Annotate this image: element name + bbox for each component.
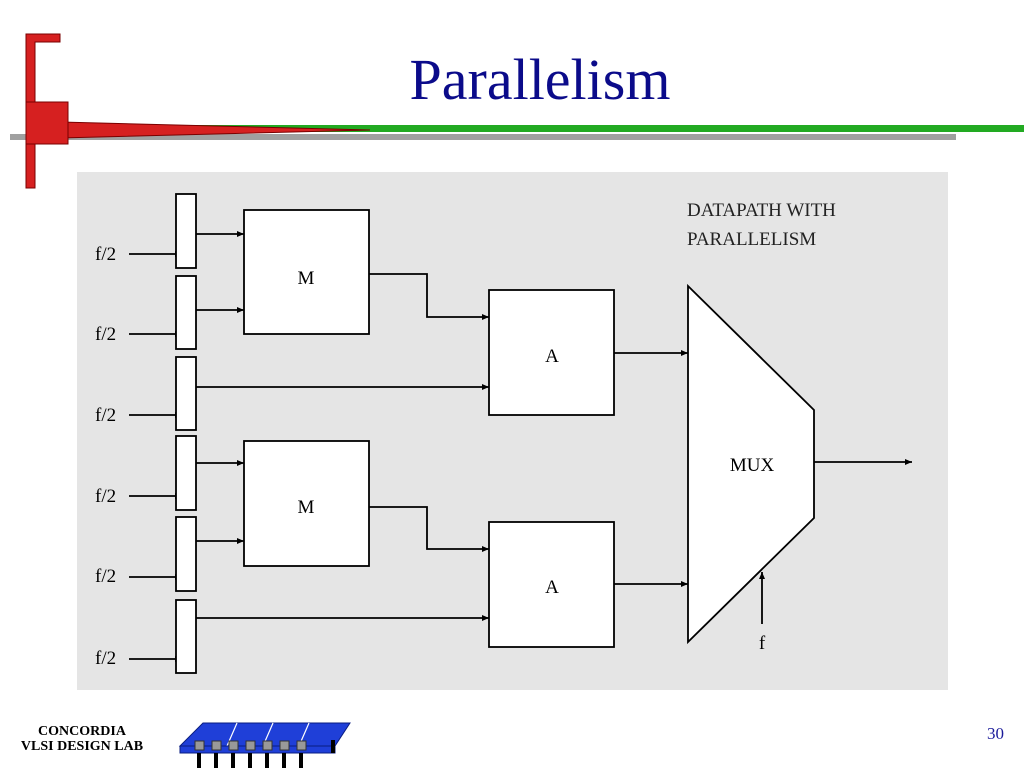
chip-pin	[248, 753, 252, 768]
wire-mult2-to-adder2	[369, 506, 489, 552]
mux-select-label: f	[759, 633, 766, 654]
header-red-stem	[25, 143, 36, 189]
clock-input-label-1: f/2	[95, 244, 116, 265]
adder-label-2: A	[545, 577, 559, 598]
chip-pin	[214, 753, 218, 768]
clock-input-label-6: f/2	[95, 648, 116, 669]
input-register-3	[175, 356, 197, 431]
adder-block-1	[488, 289, 615, 416]
clock-input-label-3: f/2	[95, 405, 116, 426]
chip-pin	[265, 753, 269, 768]
diagram-panel: DATAPATH WITH PARALLELISM f/2 f/2 f/2 f/…	[77, 172, 948, 690]
footer-lab-line1: CONCORDIA	[38, 724, 126, 739]
multiplier-label-1: M	[298, 268, 315, 289]
mux-block	[687, 283, 815, 645]
adder-label-1: A	[545, 346, 559, 367]
footer-lab-name: CONCORDIA VLSI DESIGN LAB	[0, 724, 164, 754]
wire-mult1-to-adder1	[369, 273, 489, 320]
diagram-caption-line1: DATAPATH WITH	[687, 200, 836, 221]
clock-input-label-4: f/2	[95, 486, 116, 507]
header-red-bracket	[25, 33, 61, 103]
chip-pin	[197, 753, 201, 768]
input-register-1	[175, 193, 197, 269]
input-register-4	[175, 435, 197, 511]
clock-input-label-2: f/2	[95, 324, 116, 345]
multiplier-label-2: M	[298, 497, 315, 518]
chip-pin	[299, 753, 303, 768]
header-decoration	[10, 33, 1024, 189]
header-gray-line	[10, 134, 956, 140]
multiplier-block-1	[243, 209, 370, 335]
mux-label: MUX	[730, 455, 775, 476]
input-register-2	[175, 275, 197, 350]
diagram-caption-line2: PARALLELISM	[687, 229, 816, 250]
slide-title: Parallelism	[409, 47, 671, 112]
page-number: 30	[987, 724, 1004, 743]
clock-input-label-5: f/2	[95, 566, 116, 587]
chip-logo	[178, 722, 351, 768]
chip-pin	[331, 740, 335, 753]
multiplier-block-2	[243, 440, 370, 567]
adder-block-2	[488, 521, 615, 648]
input-register-6	[175, 599, 197, 674]
input-register-5	[175, 516, 197, 592]
footer-lab-line2: VLSI DESIGN LAB	[20, 739, 144, 754]
header-red-block	[25, 101, 69, 145]
chip-pin	[231, 753, 235, 768]
header-green-line	[40, 125, 1024, 132]
datapath-diagram: DATAPATH WITH PARALLELISM f/2 f/2 f/2 f/…	[95, 193, 912, 674]
chip-pin	[282, 753, 286, 768]
